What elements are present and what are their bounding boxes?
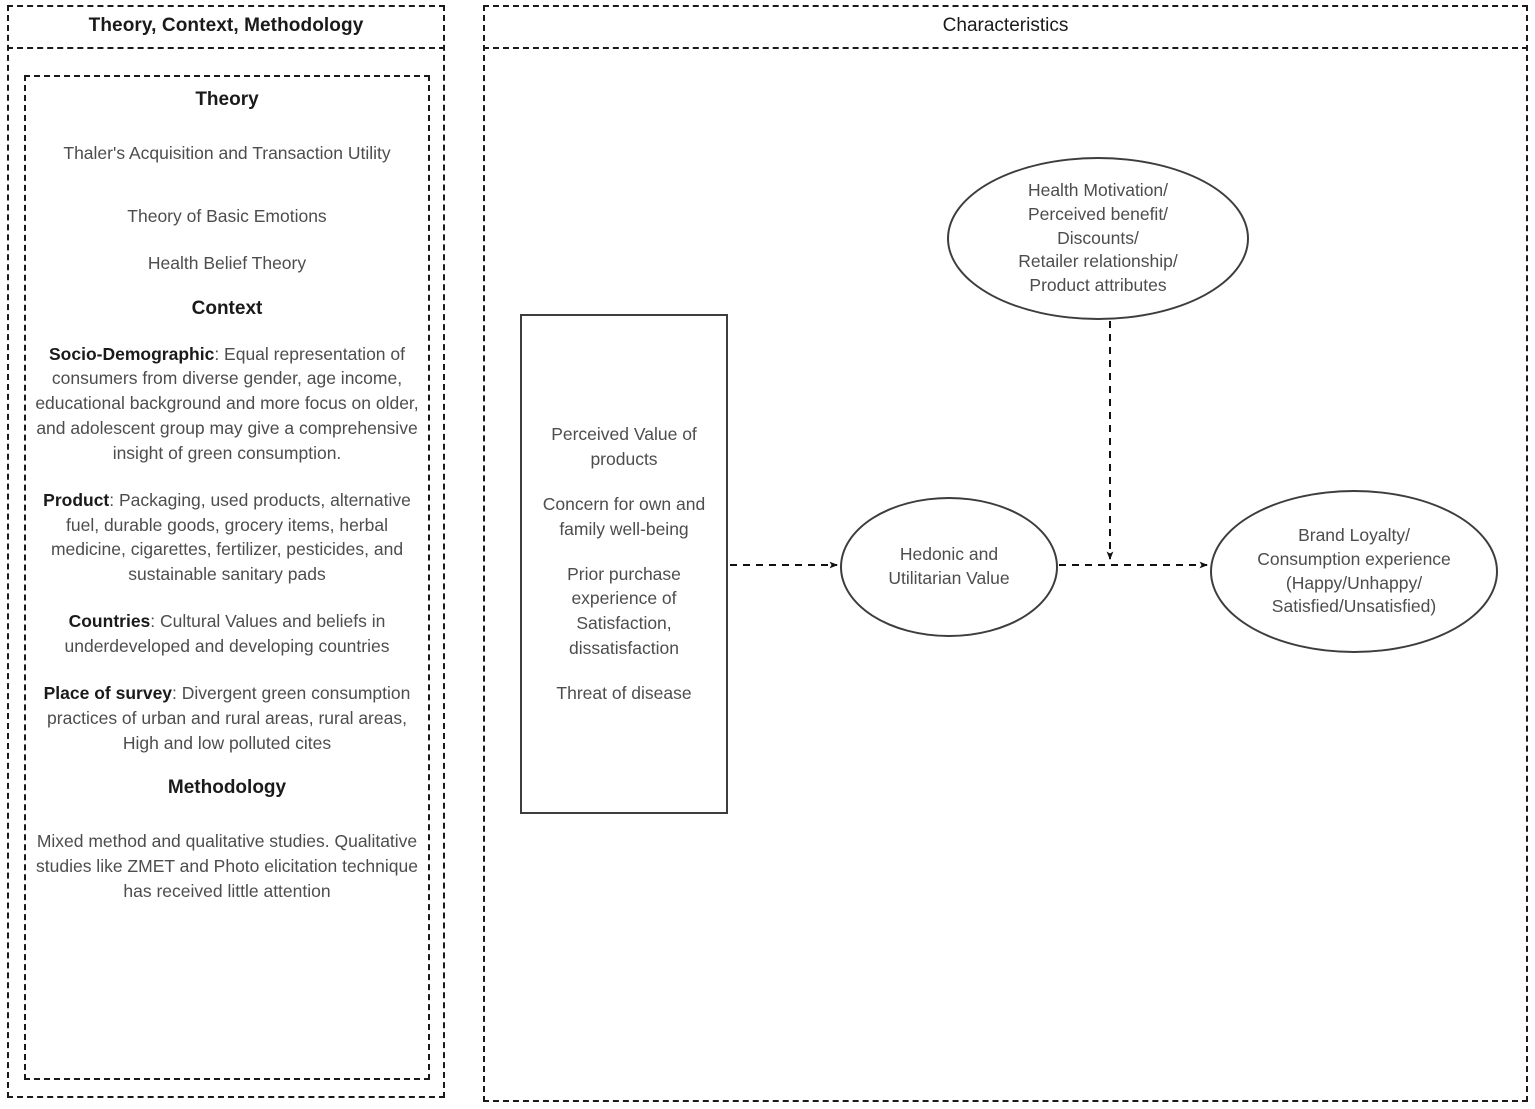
drivers-line-1: Health Motivation/ bbox=[1027, 180, 1169, 200]
context-place-of-survey: Place of survey: Divergent green consump… bbox=[28, 681, 426, 756]
spacer bbox=[28, 755, 426, 777]
drivers-ellipse-text: Health Motivation/ Perceived benefit/ Di… bbox=[1010, 179, 1186, 298]
spacer bbox=[28, 587, 426, 609]
context-countries: Countries: Cultural Values and beliefs i… bbox=[28, 609, 426, 659]
outcome-line-4: Satisfied/Unsatisfied) bbox=[1271, 596, 1437, 617]
theory-item-thaler: Thaler's Acquisition and Transaction Uti… bbox=[63, 143, 391, 163]
context-heading: Context bbox=[191, 297, 263, 319]
spacer bbox=[28, 466, 426, 488]
theory-item-basic-emotions: Theory of Basic Emotions bbox=[127, 205, 327, 226]
right-panel-header: Characteristics bbox=[483, 5, 1528, 49]
outcome-line-2: Consumption experience bbox=[1257, 548, 1451, 569]
theory-heading: Theory bbox=[195, 89, 259, 110]
drivers-ellipse: Health Motivation/ Perceived benefit/ Di… bbox=[947, 157, 1249, 320]
antecedents-line-3: Prior purchase experience of Satisfactio… bbox=[567, 563, 681, 659]
theory-item-health-belief: Health Belief Theory bbox=[147, 252, 307, 273]
context-product-label: Product bbox=[43, 489, 110, 510]
context-product: Product: Packaging, used products, alter… bbox=[28, 488, 426, 587]
spacer bbox=[28, 229, 426, 251]
context-place-text: : Divergent green consumption practices … bbox=[47, 682, 411, 753]
characteristics-panel: Characteristics Perceived Value of produ… bbox=[483, 5, 1528, 1102]
theory-context-methodology-panel: Theory, Context, Methodology Theory Thal… bbox=[7, 5, 445, 1098]
drivers-line-2: Perceived benefit/ bbox=[1027, 203, 1169, 224]
context-socio-label: Socio-Demographic bbox=[49, 343, 215, 364]
value-ellipse-text: Hedonic and Utilitarian Value bbox=[880, 543, 1017, 591]
context-place-label: Place of survey bbox=[43, 682, 173, 703]
context-socio-text: : Equal representation of consumers from… bbox=[35, 343, 419, 463]
drivers-line-5: Product attributes bbox=[1029, 275, 1167, 296]
diagram-canvas: Perceived Value of products Concern for … bbox=[485, 7, 1530, 1104]
left-panel-header: Theory, Context, Methodology bbox=[7, 5, 445, 49]
value-ellipse: Hedonic and Utilitarian Value bbox=[840, 497, 1058, 637]
antecedents-line-2: Concern for own and family well-being bbox=[542, 493, 706, 539]
value-line-1: Hedonic and bbox=[899, 544, 999, 565]
context-socio-demographic: Socio-Demographic: Equal representation … bbox=[28, 342, 426, 466]
right-panel-title: Characteristics bbox=[942, 15, 1069, 36]
spacer bbox=[28, 659, 426, 681]
antecedents-box: Perceived Value of products Concern for … bbox=[520, 314, 728, 814]
context-countries-label: Countries bbox=[68, 611, 151, 632]
value-line-2: Utilitarian Value bbox=[888, 568, 1010, 588]
context-product-text: : Packaging, used products, alternative … bbox=[50, 489, 411, 585]
left-panel-content-box: Theory Thaler's Acquisition and Transact… bbox=[24, 75, 430, 1080]
antecedents-line-4: Threat of disease bbox=[556, 682, 692, 703]
left-panel-title: Theory, Context, Methodology bbox=[88, 15, 364, 36]
spacer bbox=[28, 111, 426, 141]
antecedents-line-1: Perceived Value of products bbox=[551, 424, 697, 470]
outcome-ellipse: Brand Loyalty/ Consumption experience (H… bbox=[1210, 490, 1498, 653]
outcome-line-1: Brand Loyalty/ bbox=[1298, 524, 1410, 545]
context-countries-text: : Cultural Values and beliefs in underde… bbox=[64, 611, 390, 656]
spacer bbox=[28, 276, 426, 298]
drivers-line-4: Retailer relationship/ bbox=[1018, 251, 1178, 272]
outcome-line-3: (Happy/Unhappy/ bbox=[1285, 572, 1423, 593]
spacer bbox=[28, 799, 426, 829]
outcome-ellipse-text: Brand Loyalty/ Consumption experience (H… bbox=[1249, 524, 1459, 619]
methodology-heading: Methodology bbox=[167, 777, 287, 799]
drivers-line-3: Discounts/ bbox=[1057, 227, 1139, 248]
spacer bbox=[28, 77, 426, 89]
methodology-text: Mixed method and qualitative studies. Qu… bbox=[36, 831, 418, 902]
spacer bbox=[28, 320, 426, 342]
spacer bbox=[28, 166, 426, 204]
